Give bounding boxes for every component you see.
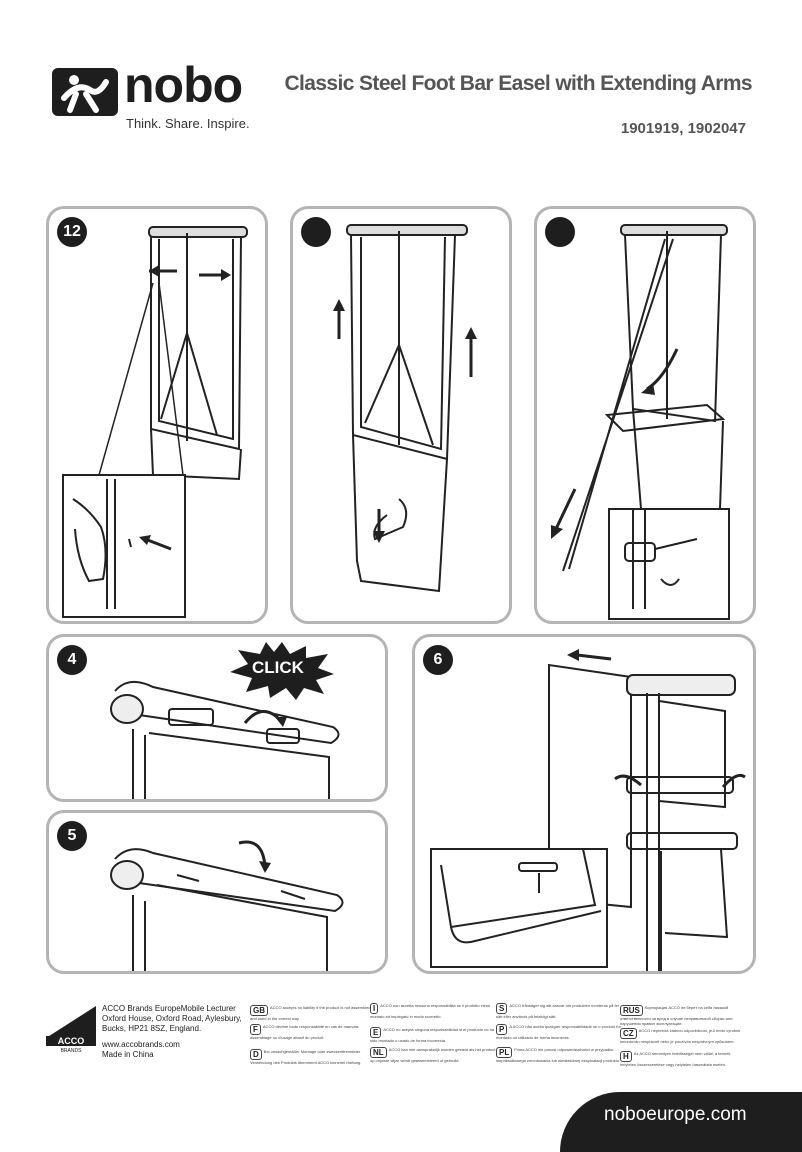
lang-code: S (496, 1003, 508, 1014)
acco-logo-text: ACCO (46, 1036, 96, 1046)
lang-code: RUS (620, 1005, 643, 1016)
acco-logo: ACCO BRANDS (46, 1006, 96, 1054)
disclaimer-text: ACCO kan niet aansprakelijk worden geste… (370, 1047, 496, 1063)
disclaimer-text: ACCO décline toute responsabilité en cas… (250, 1024, 359, 1040)
lang-code: F (250, 1024, 261, 1035)
address-line: Bucks, HP21 8SZ, England. (102, 1024, 202, 1033)
acco-logo-sub: BRANDS (60, 1048, 82, 1054)
lang-code: NL (370, 1047, 387, 1058)
disclaimer-text: ACCO frånsäger sig allt ansvar om produk… (496, 1003, 619, 1019)
step-number-badge: 12 (57, 217, 87, 247)
easel-raise-illustration (333, 224, 477, 593)
disclaimer-text: Bei unsachgemäßer Montage oder zweckentf… (250, 1049, 362, 1065)
brand-tagline: Think. Share. Inspire. (126, 116, 250, 131)
easel-extending-arms-illustration (430, 649, 746, 971)
disclaimer-text: A ACCO não aceita qualquer responsabilid… (496, 1024, 621, 1040)
step-panel-2 (290, 206, 512, 624)
address-line: Oxford House, Oxford Road, Aylesbury, (102, 1014, 242, 1023)
step-panel-5: 5 (46, 810, 388, 974)
step-panel-3 (534, 206, 756, 624)
step-number-badge: 5 (57, 821, 87, 851)
website-link[interactable]: www.accobrands.com (102, 1040, 180, 1049)
lang-code: CZ (620, 1028, 637, 1039)
lang-code: D (250, 1049, 262, 1060)
step-number-badge (301, 217, 331, 247)
lang-code: H (620, 1051, 632, 1062)
acco-mark-icon (46, 1006, 96, 1038)
lang-code: GB (250, 1005, 268, 1016)
step-number-badge: 6 (423, 645, 453, 675)
step-panel-6: 6 (412, 634, 756, 974)
nobo-logo-mark (52, 68, 118, 116)
disclaimer-text: ACCO nepřebírá žádnou odpovědnost, je-li… (620, 1028, 741, 1044)
product-codes: 1901919, 1902047 (620, 120, 746, 137)
disclaimer-text: Корпорация ACCO не берет на себя никакой… (620, 1005, 733, 1026)
click-burst-icon (230, 642, 334, 700)
company-address: ACCO Brands EuropeMobile Lecturer Oxford… (102, 1004, 252, 1060)
origin-line: Made in China (102, 1050, 154, 1059)
step-number-badge: 4 (57, 645, 87, 675)
easel-open-arms-illustration (62, 226, 248, 618)
disclaimer-text: Az ACCO semmilyen felelősséget nem válla… (620, 1051, 731, 1067)
page-title: Classic Steel Foot Bar Easel with Extend… (284, 72, 752, 95)
lang-code: E (370, 1027, 382, 1038)
brand-name: nobo (124, 57, 243, 113)
website-banner-link[interactable]: noboeurope.com (604, 1104, 747, 1125)
step-panel-1: 12 (46, 206, 268, 624)
lang-code: I (370, 1003, 379, 1014)
disclaimer-text: ACCO non accetta nessuna responsabilità … (370, 1003, 491, 1019)
step-panel-4: 4 (46, 634, 388, 802)
lang-code: PL (496, 1047, 513, 1058)
pad-holder-click-illustration (110, 680, 340, 799)
disclaimer-text: Firma ACCO nie ponosi odpowiedzialności … (496, 1047, 621, 1063)
pad-holder-lock-illustration (110, 840, 344, 971)
click-label: CLICK (252, 658, 304, 677)
easel-legs-illustration (551, 224, 730, 620)
disclaimer-text: ACCO accepts no liability if the product… (250, 1005, 371, 1021)
step-number-badge (545, 217, 575, 247)
figure-icon (61, 75, 109, 113)
address-line: ACCO Brands EuropeMobile Lecturer (102, 1004, 236, 1013)
disclaimer-text: ACCO no acepta ninguna responsabilidad s… (370, 1027, 495, 1043)
lang-code: P (496, 1024, 508, 1035)
